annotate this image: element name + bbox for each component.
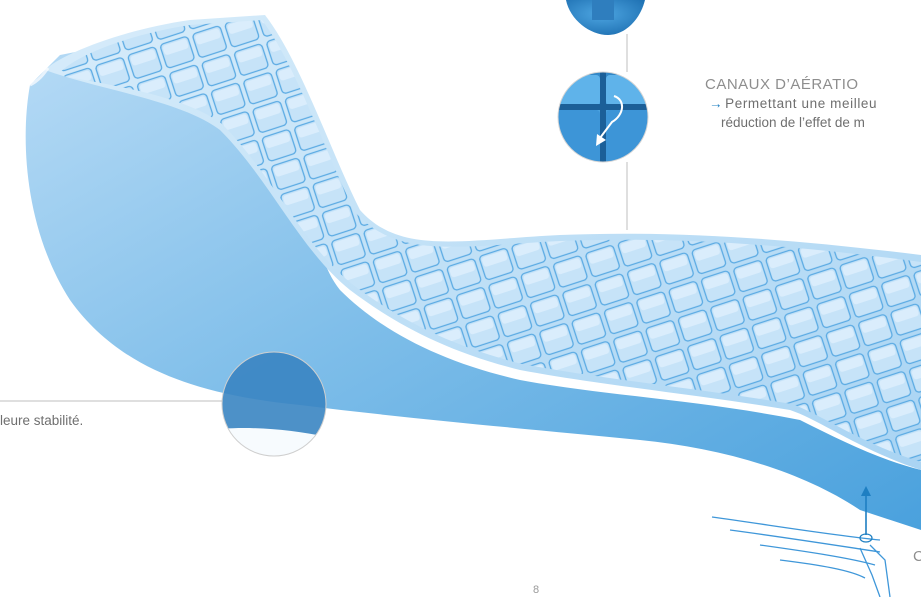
air-channels-description-line1: →Permettant une meilleu — [709, 96, 877, 111]
air-channel-detail-circle — [550, 70, 660, 170]
page-number: 8 — [533, 584, 539, 596]
air-channels-line1-text: Permettant une meilleu — [725, 96, 877, 111]
detail-circle-top — [566, 0, 645, 35]
right-arrow-icon: → — [709, 96, 723, 111]
air-channels-title: CANAUX D’AÉRATIO — [705, 76, 859, 93]
corner-feature-title: C — [913, 548, 921, 565]
stability-description: leure stabilité. — [0, 413, 83, 428]
base-lines — [712, 517, 890, 597]
air-channels-description-line2: réduction de l’effet de m — [721, 115, 865, 130]
